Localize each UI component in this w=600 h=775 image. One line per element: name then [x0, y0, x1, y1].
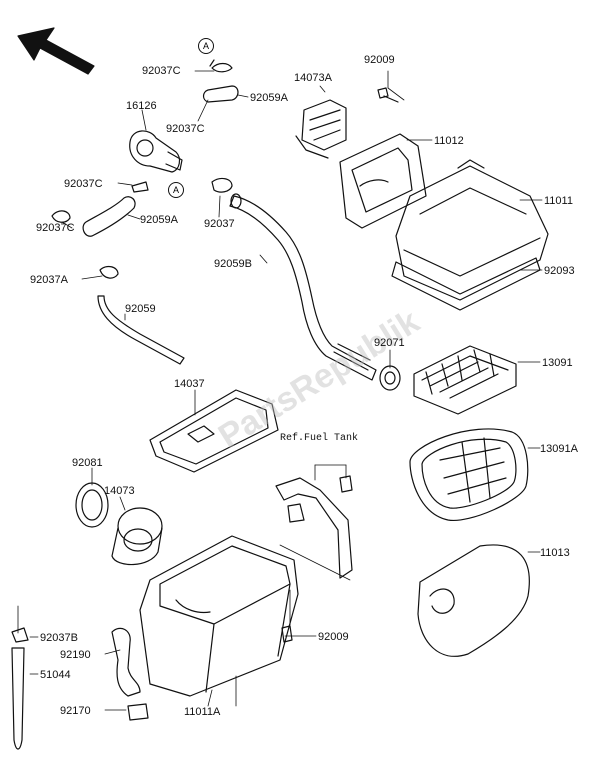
- label-92059b: 92059B: [214, 258, 252, 270]
- label-11011a: 11011A: [184, 706, 221, 718]
- label-92059a-a: 92059A: [250, 92, 288, 104]
- label-92190: 92190: [60, 649, 91, 661]
- label-92037: 92037: [204, 218, 235, 230]
- leader-lines: [17, 70, 543, 711]
- hose-92059a-mid: [82, 196, 136, 237]
- label-92037b: 92037B: [40, 632, 78, 644]
- label-92071: 92071: [374, 337, 405, 349]
- case-11011a: [139, 535, 299, 697]
- hose-92059b: [229, 193, 377, 381]
- clamp-92037a: [99, 265, 119, 279]
- bolt-92009-top: [377, 87, 399, 103]
- circle-marker-a-mid: A: [168, 182, 184, 198]
- front-arrow-icon: [17, 27, 95, 75]
- label-92059a-b: 92059A: [140, 214, 178, 226]
- label-14073: 14073: [104, 485, 135, 497]
- label-14073a: 14073A: [294, 72, 332, 84]
- duct-14073: [111, 507, 163, 566]
- hose-92190: [111, 627, 141, 697]
- grommet-92071: [379, 365, 401, 391]
- bracket-fuel-tank: [275, 475, 353, 579]
- clamp-92037c-top: [209, 59, 233, 73]
- cover-11011: [395, 159, 549, 301]
- duct-14073a: [295, 99, 347, 159]
- plate-14037: [149, 389, 279, 473]
- label-16126: 16126: [126, 100, 157, 112]
- label-92009-top: 92009: [364, 54, 395, 66]
- label-13091a: 13091A: [540, 443, 578, 455]
- gasket-92093: [391, 257, 541, 311]
- label-13091: 13091: [542, 357, 573, 369]
- hose-92059: [97, 295, 185, 365]
- hose-92059a-top: [202, 85, 239, 103]
- clamp-92037c-left: [51, 210, 71, 223]
- circle-marker-a-top: A: [198, 38, 214, 54]
- label-51044: 51044: [40, 669, 71, 681]
- label-92037c-c: 92037C: [64, 178, 103, 190]
- bolt-92009-bottom: [281, 625, 293, 643]
- drain-tube-51044: [11, 647, 25, 750]
- label-92093: 92093: [544, 265, 575, 277]
- valve-16126: [129, 130, 183, 173]
- label-92009-bottom: 92009: [318, 631, 349, 643]
- filter-11013: [417, 544, 530, 657]
- element-13091a: [409, 428, 529, 521]
- label-92037a: 92037A: [30, 274, 68, 286]
- label-92081: 92081: [72, 457, 103, 469]
- cover-11012: [339, 133, 427, 229]
- label-92037c-d: 92037C: [36, 222, 75, 234]
- label-14037: 14037: [174, 378, 205, 390]
- clamp-92081: [75, 482, 109, 528]
- label-92170: 92170: [60, 705, 91, 717]
- clip-92037b: [11, 627, 29, 643]
- element-13091: [413, 345, 517, 415]
- label-11013: 11013: [540, 547, 570, 559]
- label-92037c-b: 92037C: [166, 123, 205, 135]
- clamp-92037c-mid: [131, 181, 149, 193]
- ref-fuel-tank-note: Ref.Fuel Tank: [280, 433, 359, 444]
- label-11011: 11011: [544, 195, 573, 207]
- clamp-92037: [211, 177, 233, 193]
- label-11012: 11012: [434, 135, 464, 147]
- label-92059: 92059: [125, 303, 156, 315]
- label-92037c-a: 92037C: [142, 65, 181, 77]
- clamp-92170: [127, 703, 149, 721]
